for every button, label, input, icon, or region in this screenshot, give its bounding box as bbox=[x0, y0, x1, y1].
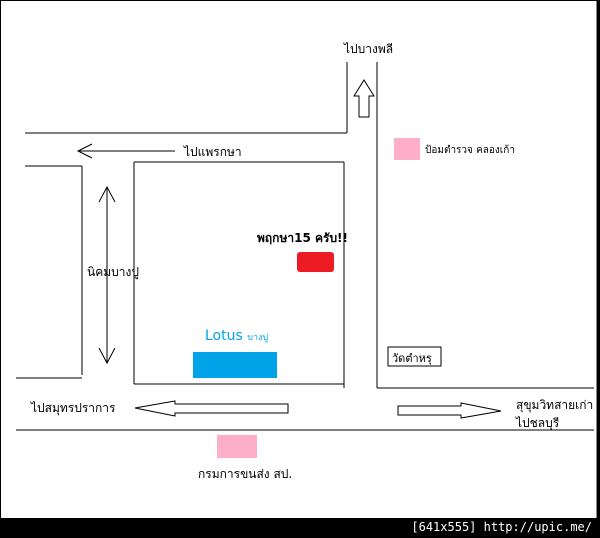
temple-box bbox=[387, 346, 442, 367]
arrow-bang-phli-icon bbox=[353, 79, 375, 118]
arrow-phraeksa-icon bbox=[76, 143, 175, 159]
transport-office-marker bbox=[217, 435, 257, 458]
label-lotus: Lotus บางปู bbox=[205, 328, 268, 344]
label-phraeksa: ไปแพรกษา bbox=[184, 145, 242, 159]
label-bang-phli: ไปบางพลี bbox=[344, 42, 394, 56]
label-temple: วัดตำหรุ bbox=[392, 352, 432, 365]
arrow-nikhom-bidirectional-icon bbox=[98, 185, 116, 365]
arrow-samut-prakan-icon bbox=[134, 400, 289, 417]
watermark-bar: [641x555] http://upic.me/ bbox=[0, 518, 600, 538]
label-police-box: ป้อมตำรวจ คลองเก้า bbox=[425, 145, 515, 156]
label-lotus-brand: Lotus bbox=[205, 328, 243, 344]
police-box-marker bbox=[394, 138, 420, 160]
label-transport-office: กรมการขนส่ง สป. bbox=[198, 467, 293, 481]
label-meeting-point: พฤกษา15 ครับ!! bbox=[257, 231, 349, 245]
meeting-point-marker bbox=[297, 252, 334, 272]
arrow-chonburi-icon bbox=[397, 402, 502, 419]
watermark-text: [641x555] http://upic.me/ bbox=[411, 520, 592, 534]
label-samut-prakan: ไปสมุทรปราการ bbox=[31, 401, 116, 415]
label-lotus-branch: บางปู bbox=[247, 333, 269, 343]
label-industrial-estate: นิคมบางปู bbox=[87, 265, 139, 279]
label-sukhumvit-old-road: สุขุมวิทสายเก่า bbox=[516, 398, 594, 412]
lotus-store-marker bbox=[193, 352, 277, 378]
label-to-chonburi: ไปชลบุรี bbox=[516, 416, 560, 430]
